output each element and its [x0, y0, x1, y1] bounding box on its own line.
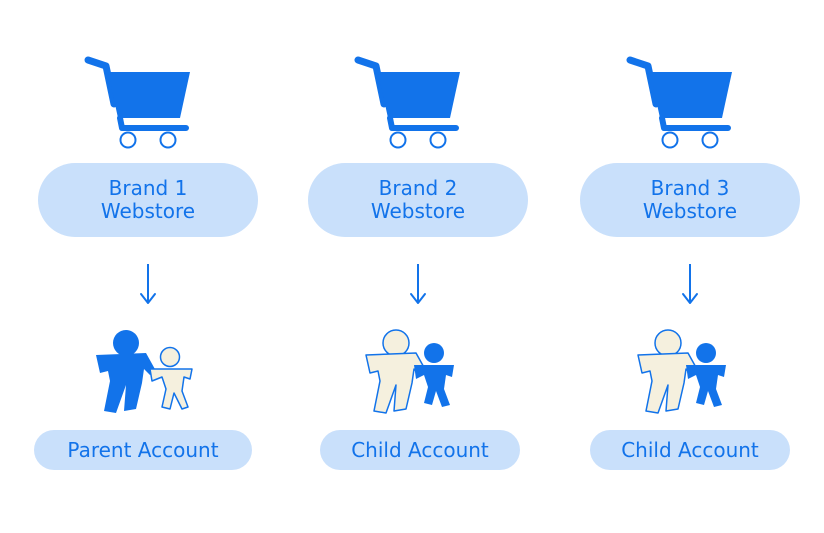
down-arrow-icon	[410, 264, 426, 304]
brand-3-column: Brand 3 Webstore Child Account	[570, 0, 810, 533]
down-arrow-icon	[682, 264, 698, 304]
brand-2-column: Brand 2 Webstore Child Account	[298, 0, 538, 533]
child-account-pill: Child Account	[320, 430, 520, 470]
store-type: Webstore	[100, 199, 196, 223]
shopping-cart-icon	[626, 56, 732, 149]
store-name: Brand 1	[108, 176, 188, 200]
account-label: Child Account	[621, 438, 759, 462]
parent-account-pill: Parent Account	[34, 430, 252, 470]
brand-1-column: Brand 1 Webstore Parent Account	[28, 0, 268, 533]
brand-1-webstore-pill: Brand 1 Webstore	[38, 163, 258, 237]
store-name: Brand 3	[650, 176, 730, 200]
child-account-pill: Child Account	[590, 430, 790, 470]
child-highlighted-icon	[365, 329, 454, 414]
account-label: Parent Account	[67, 438, 219, 462]
brand-2-webstore-pill: Brand 2 Webstore	[308, 163, 528, 237]
store-name: Brand 2	[378, 176, 458, 200]
brand-3-webstore-pill: Brand 3 Webstore	[580, 163, 800, 237]
store-type: Webstore	[370, 199, 466, 223]
child-highlighted-icon	[637, 329, 726, 414]
down-arrow-icon	[140, 264, 156, 304]
store-type: Webstore	[642, 199, 738, 223]
shopping-cart-icon	[84, 56, 190, 149]
parent-with-child-icon	[96, 330, 193, 413]
account-label: Child Account	[351, 438, 489, 462]
shopping-cart-icon	[354, 56, 460, 149]
